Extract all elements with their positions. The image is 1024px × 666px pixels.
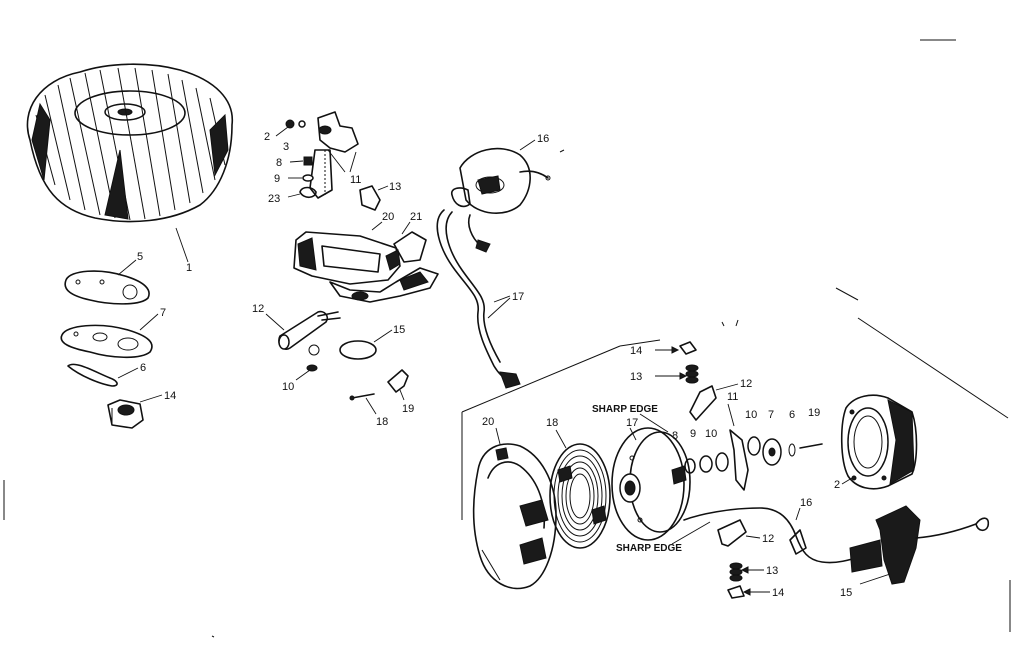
stray-marks: [211, 149, 739, 638]
label-16-coil: 16: [537, 133, 549, 145]
label-17-lead: 17: [512, 291, 524, 303]
label-10-b: 10: [705, 428, 717, 440]
retainer-14-part: [679, 341, 697, 355]
washer-10a-part: [747, 436, 761, 456]
label-15-ring: 15: [393, 324, 405, 336]
screw-part: [285, 119, 295, 129]
screw-8-part: [303, 156, 313, 166]
label-11: 11: [350, 174, 361, 186]
washer-part: [298, 120, 306, 128]
starter-cover-part: [472, 443, 557, 590]
label-3: 3: [283, 141, 289, 153]
label-23: 23: [268, 193, 280, 205]
label-18-spring: 18: [546, 417, 558, 429]
starter-rope-part: [683, 507, 863, 564]
label-12-plunger: 12: [252, 303, 264, 315]
label-13-bottom: 13: [766, 565, 778, 577]
label-7: 7: [160, 307, 166, 319]
label-14-nut: 14: [164, 390, 176, 402]
washer-9-starter-part: [699, 455, 713, 473]
spring-13-bottom-part: [729, 562, 743, 582]
label-2-cup: 2: [834, 479, 840, 491]
label-19-starter: 19: [808, 407, 820, 419]
pawl-12-part: [689, 385, 717, 421]
brake-11-part: [729, 429, 749, 491]
spring-13-part: [685, 364, 699, 384]
retainer-14-bottom-part: [727, 585, 745, 599]
gasket-part: [60, 324, 153, 359]
washer-10b-part: [715, 452, 729, 472]
label-20-starter: 20: [482, 416, 494, 428]
label-5: 5: [137, 251, 143, 263]
flywheel-part: [26, 63, 234, 223]
label-13-clip: 13: [389, 181, 401, 193]
label-10-washer: 10: [282, 381, 294, 393]
label-8: 8: [276, 157, 282, 169]
breaker-points-part: [309, 111, 359, 199]
label-12-bottom: 12: [762, 533, 774, 545]
hex-nut-part: [107, 399, 144, 429]
spring-wire-part: [67, 363, 118, 387]
ring-6-part: [788, 443, 796, 457]
ignition-coil-part: [450, 147, 551, 253]
label-9-starter: 9: [690, 428, 696, 440]
label-6: 6: [140, 362, 146, 374]
label-16-rope: 16: [800, 497, 812, 509]
label-10-a: 10: [745, 409, 757, 421]
label-18-pin: 18: [376, 416, 388, 428]
label-14-top: 14: [630, 345, 642, 357]
label-15-handle: 15: [840, 587, 852, 599]
starter-handle-part: [849, 505, 990, 585]
ground-lead-part: [436, 209, 513, 383]
starter-pulley-part: [611, 427, 691, 541]
washer-10-part: [306, 364, 318, 372]
label-6-starter: 6: [789, 409, 795, 421]
label-17-pulley: 17: [626, 417, 638, 429]
label-9: 9: [274, 173, 280, 185]
label-12-top: 12: [740, 378, 752, 390]
recoil-spring-part: [549, 443, 611, 549]
label-13-top: 13: [630, 371, 642, 383]
washer-9-part: [302, 174, 314, 182]
label-19-clip: 19: [402, 403, 414, 415]
label-7-starter: 7: [768, 409, 774, 421]
pin-part: [351, 393, 375, 399]
pawl-12-bottom-part: [717, 519, 747, 547]
ring-part: [339, 340, 377, 360]
starter-bounding-lines: [3, 39, 1011, 632]
label-8-starter: 8: [672, 430, 678, 442]
clip-13-part: [359, 185, 381, 211]
label-14-bottom: 14: [772, 587, 784, 599]
label-20-housing: 20: [382, 211, 394, 223]
label-2-top: 2: [264, 131, 270, 143]
label-21: 21: [410, 211, 422, 223]
pin-19-part: [799, 443, 823, 449]
clip-19-part: [387, 369, 409, 393]
label-1: 1: [186, 262, 192, 274]
bracket-plate-part: [64, 270, 150, 305]
screw-23-part: [299, 186, 317, 199]
plunger-part: [278, 310, 341, 356]
sharp-edge-note-top: SHARP EDGE: [592, 404, 658, 415]
label-11-starter: 11: [727, 391, 738, 403]
breaker-housing-part: [293, 231, 439, 303]
sharp-edge-note-bottom: SHARP EDGE: [616, 543, 682, 554]
starter-cup-part: [840, 394, 918, 490]
